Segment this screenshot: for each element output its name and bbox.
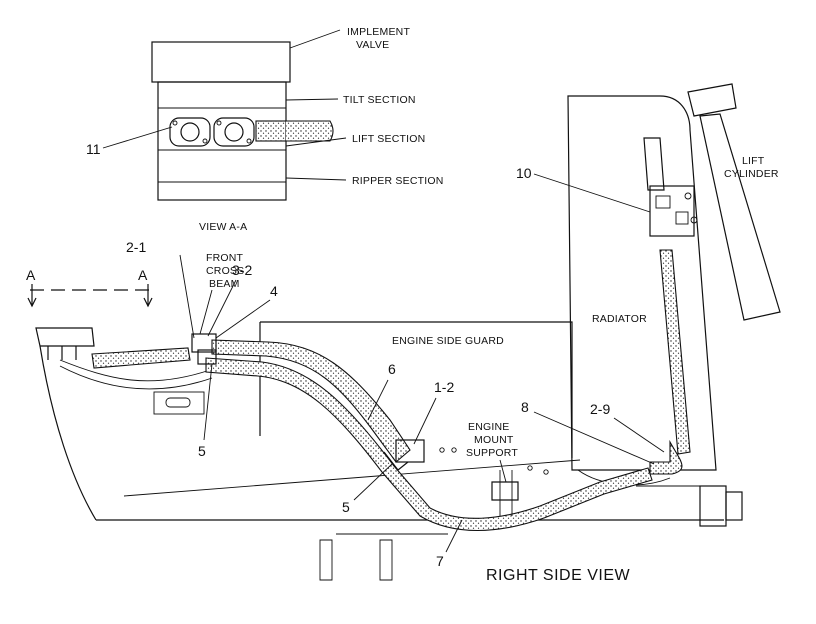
engine-mount-support-leader — [499, 459, 507, 483]
right-side-view-title: RIGHT SIDE VIEW — [486, 567, 631, 584]
clamp-block-5-lower — [383, 451, 409, 471]
front-housing-outline — [39, 345, 97, 521]
clamp-block-4 — [191, 333, 217, 353]
callout-5-upper-leader — [203, 363, 213, 441]
callout-7-leader — [445, 519, 463, 553]
lift-cylinder-label-2: CYLINDER — [724, 168, 779, 180]
section-a-left-label: A — [26, 267, 36, 283]
callout-3-2-leader — [207, 279, 237, 337]
callout-11: 11 — [86, 141, 101, 157]
callout-1-2: 1-2 — [434, 379, 454, 395]
callout-6: 6 — [388, 361, 396, 377]
implement-valve-label-1: IMPLEMENT — [347, 26, 410, 38]
valve-10-assembly — [643, 137, 698, 237]
engine-side-guard: ENGINE SIDE GUARD — [259, 321, 573, 475]
callout-6-leader — [367, 379, 389, 421]
callout-8-leader — [533, 411, 655, 465]
engine-mount-support-label-1: ENGINE — [468, 421, 509, 433]
lift-cylinder-label-1: LIFT — [742, 155, 765, 167]
implement-valve-label-2: VALVE — [356, 39, 389, 51]
hose-vertical-to-cylinder — [659, 249, 691, 455]
engine-mount-support-bracket — [491, 470, 519, 516]
front-cross-beam-label-1: FRONT — [206, 252, 244, 264]
ripper-section-label: RIPPER SECTION — [352, 175, 443, 187]
callout-1-2-leader — [413, 397, 437, 445]
hose-7 — [205, 357, 653, 532]
callout-8: 8 — [521, 399, 529, 415]
hose-elbow-2-9 — [649, 439, 683, 475]
clamp-block-5-upper — [197, 349, 217, 365]
callout-2-9-leader — [613, 417, 665, 453]
radiator-label: RADIATOR — [592, 313, 647, 325]
view-aa-label: VIEW A-A — [199, 221, 247, 233]
section-a-right-label: A — [138, 267, 148, 283]
callout-4-leader — [215, 299, 271, 339]
radiator-housing: RADIATOR — [567, 95, 717, 486]
callout-7: 7 — [436, 553, 444, 569]
callout-5-lower: 5 — [342, 499, 350, 515]
engine-mount-support-label-3: SUPPORT — [466, 447, 518, 459]
front-cross-beam-label-3: BEAM — [209, 278, 240, 290]
callout-3-2: 3-2 — [232, 262, 252, 278]
ripper-section-leader — [285, 177, 347, 181]
undercarriage-posts — [319, 533, 448, 581]
tilt-section-leader — [285, 98, 339, 101]
callout-4: 4 — [270, 283, 278, 299]
front-frame-structure — [35, 327, 724, 521]
callout-10: 10 — [516, 165, 532, 181]
callout-2-1: 2-1 — [126, 239, 146, 255]
valve-port-flange-left — [169, 117, 211, 147]
callout-2-1-leader — [179, 254, 195, 339]
rear-coupling — [636, 485, 743, 527]
view-aa-inset: IMPLEMENT VALVE TILT SECTION LIFT SECTIO… — [86, 26, 443, 233]
engine-mount-support-label-2: MOUNT — [474, 434, 514, 446]
lift-section-label: LIFT SECTION — [352, 133, 425, 145]
hose-6 — [211, 339, 411, 463]
valve-port-flange-right — [213, 117, 255, 147]
implement-valve-leader — [289, 29, 341, 49]
engine-side-guard-label: ENGINE SIDE GUARD — [392, 335, 504, 347]
front-cross-beam-label-2: CROSS — [206, 265, 244, 277]
callout-11-leader — [102, 126, 173, 149]
clamp-block-1-2 — [395, 439, 425, 463]
tilt-section-label: TILT SECTION — [343, 94, 416, 106]
callout-10-leader — [533, 173, 651, 213]
lift-hose-end — [286, 120, 334, 142]
lift-section-leader — [285, 137, 347, 147]
hose-front-valve — [91, 347, 191, 369]
callout-5-upper: 5 — [198, 443, 206, 459]
implement-valve-top-block — [151, 41, 291, 83]
front-cross-beam-leader — [199, 289, 213, 335]
callout-2-9: 2-9 — [590, 401, 610, 417]
frame-bracket — [153, 391, 205, 415]
lift-cylinder: LIFT CYLINDER — [687, 83, 781, 321]
section-marker-a-a: A A — [26, 267, 153, 308]
lift-hose-stub — [255, 120, 287, 142]
callout-5-lower-leader — [353, 463, 393, 501]
implement-valve-block — [35, 327, 95, 347]
